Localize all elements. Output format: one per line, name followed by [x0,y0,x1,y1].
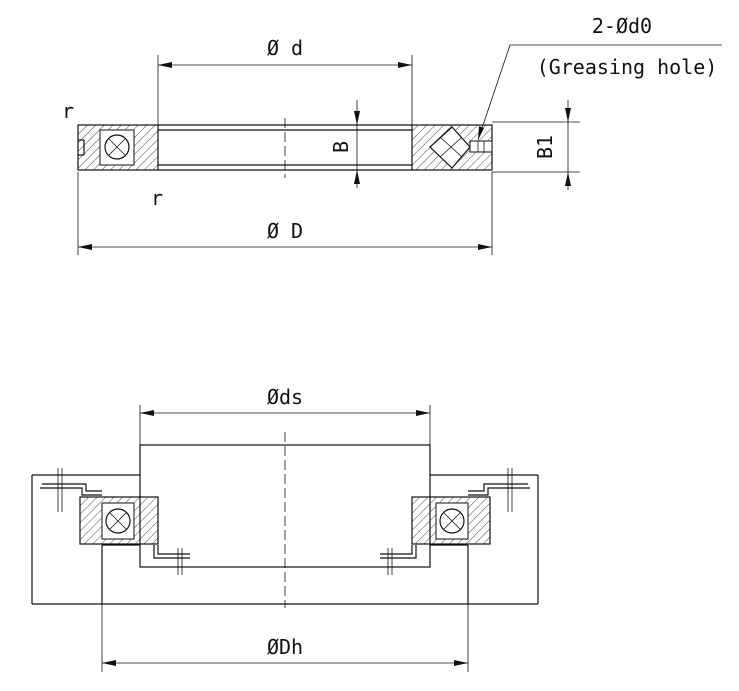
top-view: Ø d r r B [62,14,722,255]
housing-Dh-label: ØDh [267,635,303,659]
greasing-hole-note: (Greasing hole) [537,55,718,79]
shaft-ds-label: Øds [267,385,303,409]
radius-bottom-label: r [151,186,163,210]
radius-top-label: r [62,99,74,123]
width-B-label: B [329,141,353,153]
greasing-holes-label: 2-Ød0 [592,14,652,38]
mount-view: Øds [31,385,539,672]
outer-D-label: Ø D [267,219,303,243]
width-B1-label: B1 [533,135,557,159]
bore-d-label: Ø d [267,36,303,60]
